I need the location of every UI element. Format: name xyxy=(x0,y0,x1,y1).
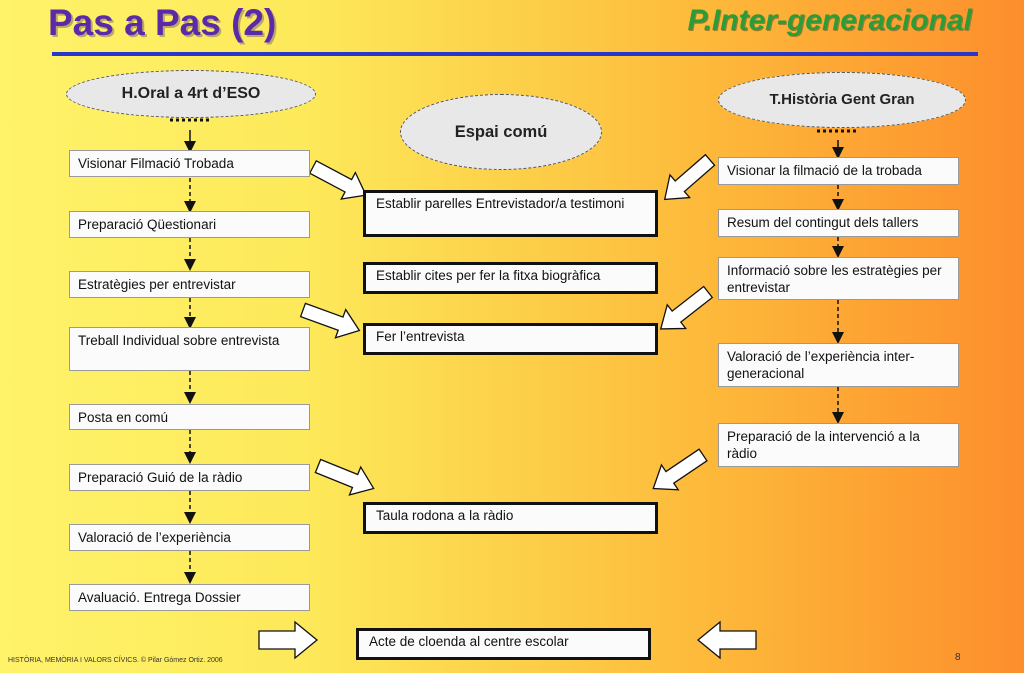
left-step-3: Estratègies per entrevistar xyxy=(69,271,310,298)
left-step-5: Posta en comú xyxy=(69,404,310,430)
left-step-2: Preparació Qüestionari xyxy=(69,211,310,238)
oval-center-label: Espai comú xyxy=(454,122,548,141)
left-step-6: Preparació Guió de la ràdio xyxy=(69,464,310,491)
slide-subtitle: P.Inter-generacional xyxy=(687,4,972,37)
block-arrow-right-2 xyxy=(659,285,714,330)
right-step-4: Valoració de l’experiència inter-generac… xyxy=(718,343,959,387)
left-step-8: Avaluació. Entrega Dossier xyxy=(69,584,310,611)
oval-center: Espai comú xyxy=(400,94,602,170)
block-arrow-right-1 xyxy=(663,153,716,201)
center-step-4: Taula rodona a la ràdio xyxy=(363,502,658,534)
center-step-2: Establir cites per fer la fitxa biogràfi… xyxy=(363,262,658,294)
block-arrow-left-1 xyxy=(308,159,367,200)
oval-left-label: H.Oral a 4rt d’ESO xyxy=(121,85,261,102)
page-number: 8 xyxy=(955,652,961,663)
block-arrow-bottom-right xyxy=(696,620,757,660)
center-step-1: Establir parelles Entrevistador/a testim… xyxy=(363,190,658,237)
block-arrow-bottom-left xyxy=(258,620,319,660)
oval-right-label: T.Història Gent Gran xyxy=(769,91,915,108)
center-step-5: Acte de cloenda al centre escolar xyxy=(356,628,651,660)
left-step-4: Treball Individual sobre entrevista xyxy=(69,327,310,371)
block-arrow-left-2 xyxy=(299,302,361,339)
center-step-3: Fer l’entrevista xyxy=(363,323,658,355)
footer-credit: HISTÒRIA, MEMÒRIA I VALORS CÍVICS. © Pil… xyxy=(8,657,223,664)
right-step-3: Informació sobre les estratègies per ent… xyxy=(718,257,959,300)
right-step-2: Resum del contingut dels tallers xyxy=(718,209,959,237)
left-step-7: Valoració de l’experiència xyxy=(69,524,310,551)
left-step-1: Visionar Filmació Trobada xyxy=(69,150,310,177)
right-step-1: Visionar la filmació de la trobada xyxy=(718,157,959,185)
right-step-5: Preparació de la intervenció a la ràdio xyxy=(718,423,959,467)
oval-left: H.Oral a 4rt d’ESO xyxy=(66,70,316,118)
block-arrow-left-3 xyxy=(314,458,375,496)
title-rule xyxy=(52,52,978,56)
oval-right: T.Història Gent Gran xyxy=(718,72,966,128)
slide-title: Pas a Pas (2) xyxy=(48,2,277,43)
block-arrow-right-3 xyxy=(652,448,708,491)
